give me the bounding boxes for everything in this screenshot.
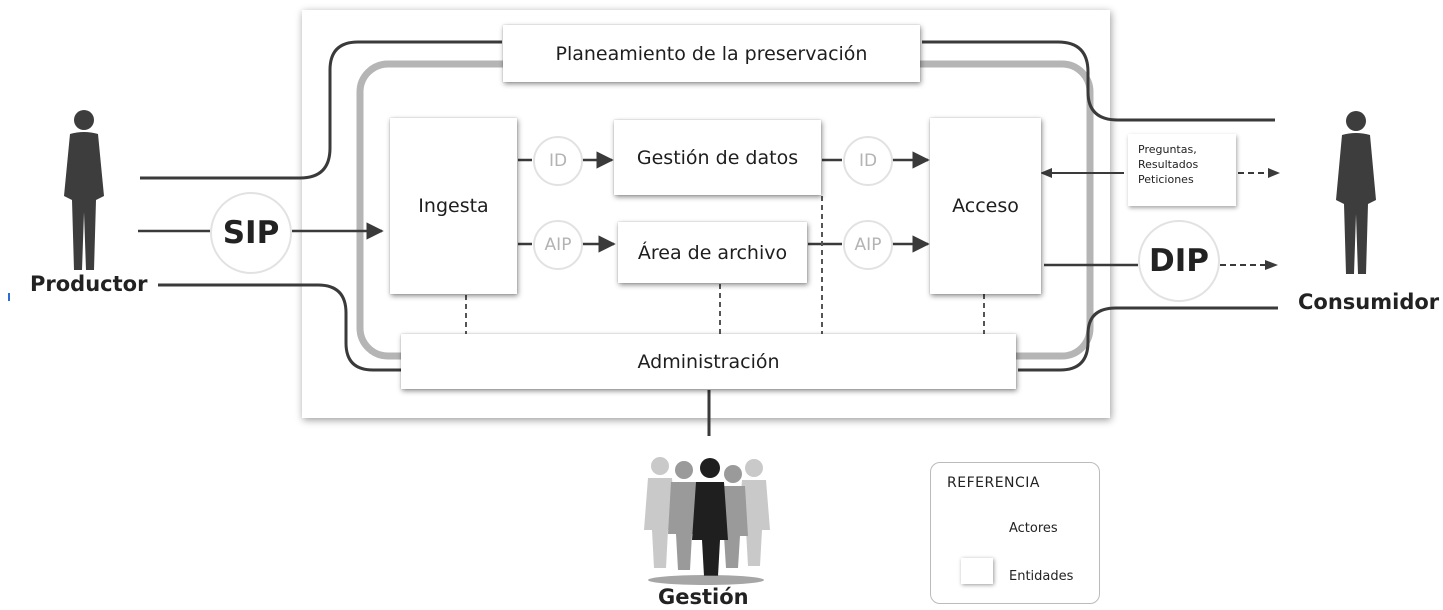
entity-planeamiento-label: Planeamiento de la preservación <box>555 42 868 65</box>
flow-consumidor-top <box>922 40 1275 122</box>
flow-productor-bottom <box>158 283 402 372</box>
edge-mark <box>8 293 10 301</box>
package-sip-label: SIP <box>222 215 280 251</box>
legend: REFERENCIA Actores Entidades <box>930 462 1100 604</box>
package-id-left-label: ID <box>548 151 568 171</box>
actor-consumidor-label: Consumidor <box>1298 290 1440 314</box>
package-id-right-label: ID <box>858 151 878 171</box>
entity-administracion: Administración <box>401 334 1016 389</box>
entity-planeamiento: Planeamiento de la preservación <box>503 25 920 82</box>
queries-line-1: Preguntas, <box>1138 143 1197 156</box>
gestion-silhouettes <box>644 457 770 585</box>
queries-line-3: Peticiones <box>1138 173 1194 186</box>
package-id-right: ID <box>843 136 893 186</box>
entity-area-archivo: Área de archivo <box>618 222 807 283</box>
query-arrowhead-left <box>1040 168 1052 178</box>
package-aip-left-label: AIP <box>544 235 572 255</box>
flow-consumidor-bottom <box>1018 306 1278 372</box>
legend-title: REFERENCIA <box>947 475 1040 491</box>
dip-arrowhead <box>1265 260 1278 270</box>
package-id-left: ID <box>533 136 583 186</box>
package-aip-right-label: AIP <box>854 235 882 255</box>
package-dip-label: DIP <box>1149 243 1209 279</box>
entity-gestion-datos: Gestión de datos <box>614 120 821 195</box>
package-sip: SIP <box>210 192 292 274</box>
package-dip: DIP <box>1138 220 1220 302</box>
productor-silhouette <box>64 110 104 270</box>
entity-ingesta: Ingesta <box>390 118 517 294</box>
entity-ingesta-label: Ingesta <box>418 195 489 217</box>
package-aip-left: AIP <box>533 220 583 270</box>
actor-productor-label: Productor <box>30 272 148 296</box>
legend-actors-label: Actores <box>1009 521 1058 536</box>
actor-gestion-label: Gestión <box>658 585 749 609</box>
queries-box: Preguntas, Resultados Peticiones <box>1128 134 1236 206</box>
queries-line-2: Resultados <box>1138 158 1199 171</box>
legend-entity-swatch <box>961 558 993 584</box>
consumidor-silhouette <box>1336 111 1376 274</box>
legend-entities-label: Entidades <box>1009 569 1074 584</box>
entity-acceso: Acceso <box>930 118 1041 294</box>
entity-gestion-datos-label: Gestión de datos <box>636 146 799 169</box>
entity-administracion-label: Administración <box>637 350 780 373</box>
package-aip-right: AIP <box>843 220 893 270</box>
entity-area-archivo-label: Área de archivo <box>637 241 788 264</box>
query-arrowhead-right <box>1268 168 1280 178</box>
flow-productor-top <box>140 40 502 180</box>
entity-acceso-label: Acceso <box>952 195 1019 217</box>
